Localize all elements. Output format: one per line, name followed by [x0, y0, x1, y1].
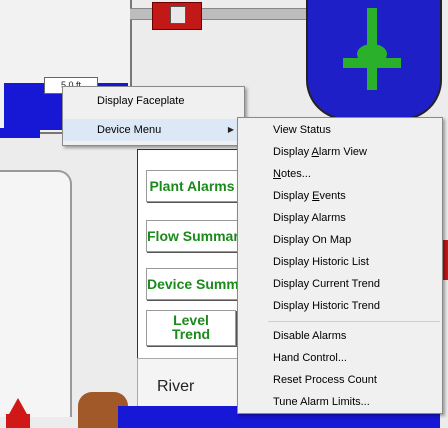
warning-cone-base [6, 414, 30, 428]
water-strip [0, 128, 40, 138]
context-menu: Display Faceplate Device Menu ▶ [62, 86, 245, 146]
tune-alarm-limits-item[interactable]: Tune Alarm Limits... [273, 396, 370, 408]
submenu-arrow-icon: ▶ [227, 125, 234, 134]
display-events-item[interactable]: Display Events [273, 190, 346, 202]
red-indicator [440, 240, 448, 280]
level-trend-button[interactable]: Level Trend [146, 310, 236, 346]
display-on-map-item[interactable]: Display On Map [273, 234, 352, 246]
device-menu-label: Device Menu [97, 124, 162, 136]
device-summary-button[interactable]: Device Summary [146, 268, 238, 300]
flow-summary-button[interactable]: Flow Summary [146, 220, 238, 252]
device-menu-item[interactable]: Device Menu ▶ [63, 119, 244, 141]
level-trend-line1: Level [173, 312, 209, 328]
menu-separator [268, 321, 440, 322]
river-label: River [157, 378, 195, 395]
display-current-trend-item[interactable]: Display Current Trend [273, 278, 380, 290]
device-submenu: View Status Display Alarm View Notes... … [237, 117, 443, 414]
valve-actuator [170, 6, 186, 24]
warning-cone-icon [8, 398, 28, 416]
display-historic-trend-item[interactable]: Display Historic Trend [273, 300, 380, 312]
display-alarms-item[interactable]: Display Alarms [273, 212, 346, 224]
mixer-blade [343, 58, 401, 68]
hand-control-item[interactable]: Hand Control... [273, 352, 347, 364]
navigation-panel: Plant Alarms Flow Summary Device Summary… [137, 149, 239, 359]
notes-item[interactable]: Notes... [273, 168, 311, 180]
display-alarm-view-item[interactable]: Display Alarm View [273, 146, 367, 158]
silo-graphic [0, 170, 72, 417]
display-faceplate-item[interactable]: Display Faceplate [97, 95, 185, 107]
display-historic-list-item[interactable]: Display Historic List [273, 256, 369, 268]
reset-process-count-item[interactable]: Reset Process Count [273, 374, 377, 386]
plant-alarms-button[interactable]: Plant Alarms [146, 170, 238, 202]
level-trend-line2: Trend [171, 326, 211, 342]
disable-alarms-item[interactable]: Disable Alarms [273, 330, 347, 342]
view-status-item[interactable]: View Status [273, 124, 331, 136]
